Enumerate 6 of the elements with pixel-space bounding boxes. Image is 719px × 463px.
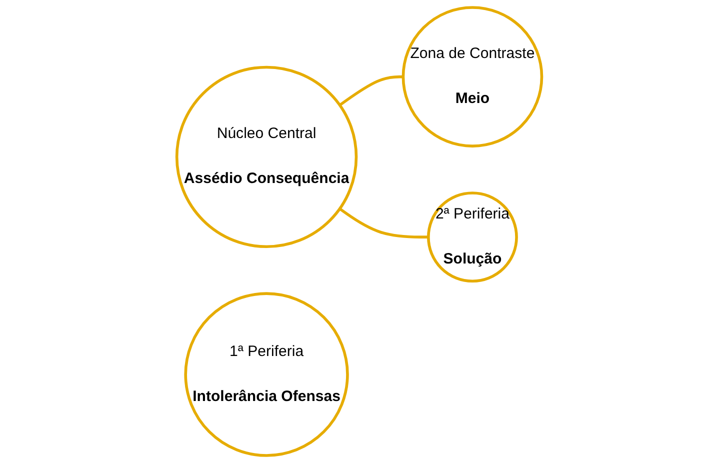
connector <box>339 208 429 238</box>
node-circle: Zona de Contraste Meio <box>402 6 544 148</box>
connector <box>339 75 404 106</box>
node-circle: 2ª Periferia Solução <box>427 192 518 283</box>
node-circle: 1ª Periferia Intolerância Ofensas <box>184 292 350 457</box>
node-circle: Núcleo Central Assédio Consequência <box>176 66 358 248</box>
